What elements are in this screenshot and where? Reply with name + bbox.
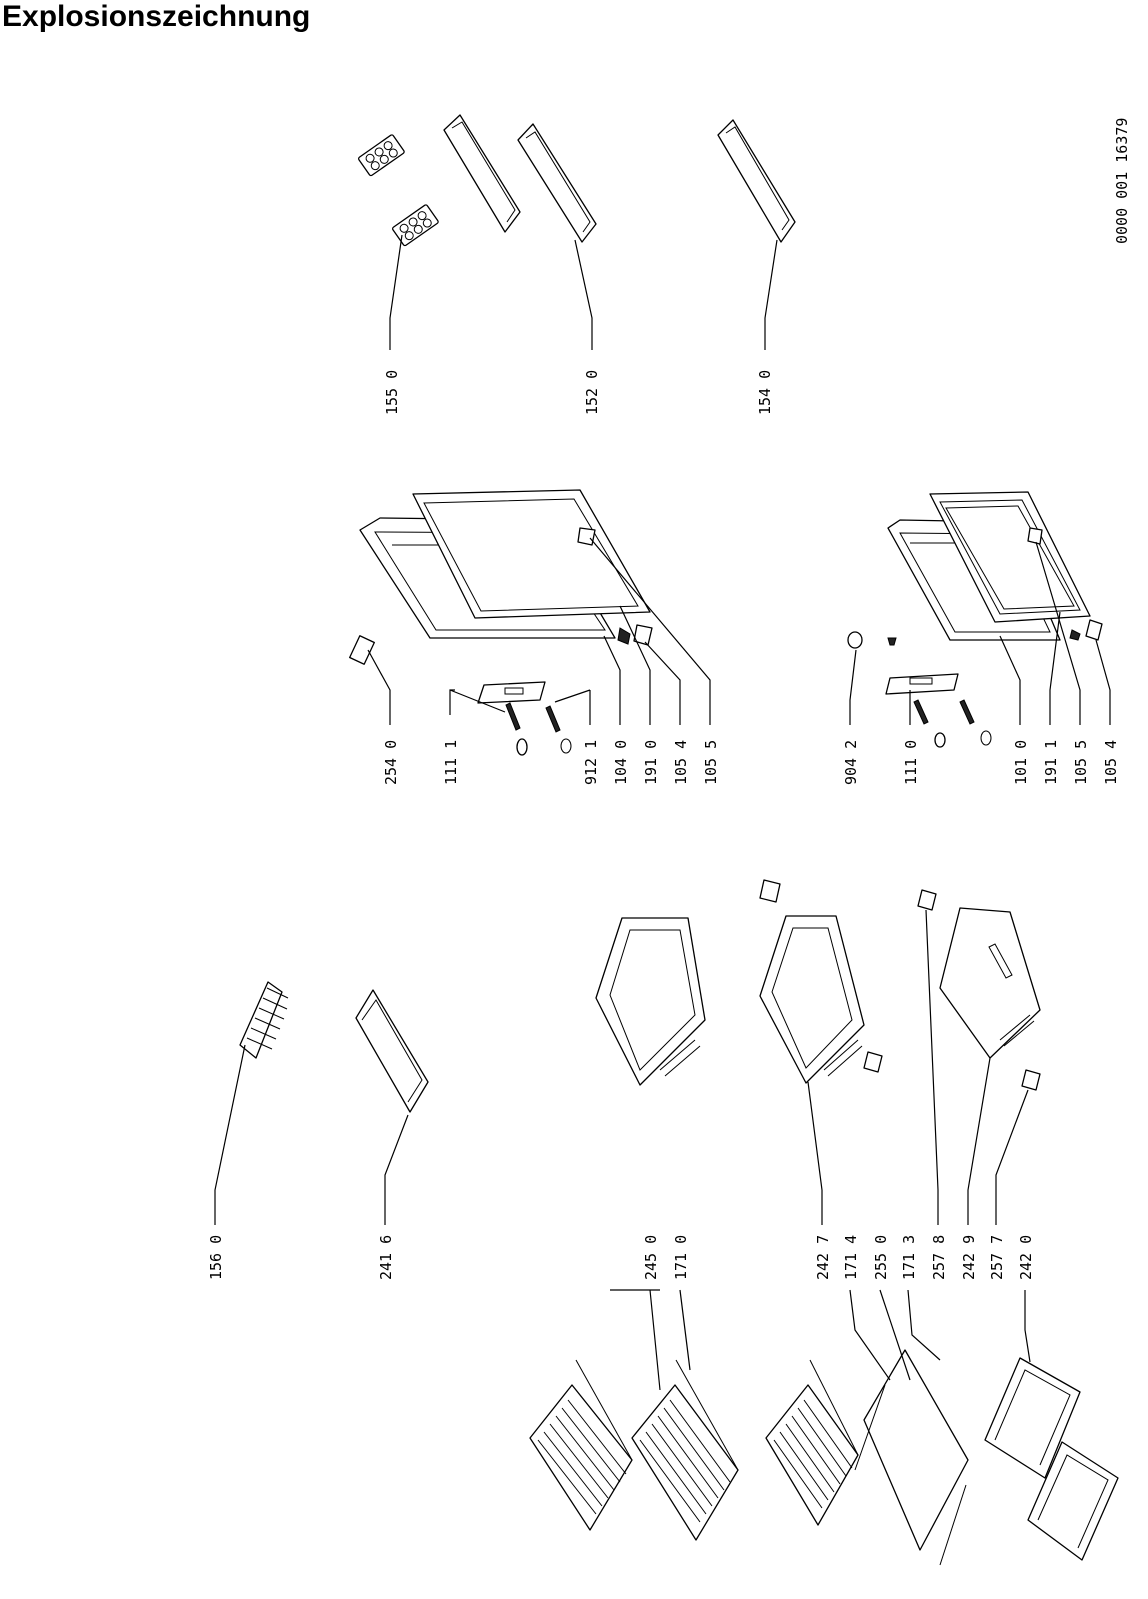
leader-904-2	[849, 649, 857, 725]
leader-191-1	[1049, 611, 1061, 725]
leader-242-7	[807, 1081, 823, 1225]
leader-105-4-lower	[1095, 639, 1111, 725]
label-241-6: 241 6	[377, 1235, 395, 1280]
label-191-1: 191 1	[1042, 740, 1060, 785]
leader-104-0	[603, 635, 621, 725]
label-257-8: 257 8	[930, 1235, 948, 1280]
leader-171-3	[907, 1289, 941, 1361]
leader-171-0	[679, 1289, 691, 1371]
label-245-0: 245 0	[642, 1235, 660, 1280]
egg-trays	[358, 134, 439, 247]
label-242-7: 242 7	[814, 1235, 832, 1280]
crisper-drawer-middle	[759, 879, 883, 1084]
label-105-4-lower: 105 4	[1102, 740, 1120, 785]
label-171-3: 171 3	[900, 1235, 918, 1280]
leader-152-0	[574, 239, 593, 350]
lower-hinge-parts	[847, 527, 1103, 748]
leader-101-0	[999, 635, 1021, 725]
leader-245-0	[610, 1289, 661, 1391]
crisper-drawer-lower	[917, 889, 1041, 1091]
upper-hinge-parts	[349, 527, 653, 756]
label-104-0: 104 0	[612, 740, 630, 785]
label-156-0: 156 0	[207, 1235, 225, 1280]
upper-door-gasket	[412, 489, 651, 619]
label-171-0: 171 0	[672, 1235, 690, 1280]
label-904-2: 904 2	[842, 740, 860, 785]
page-title: Explosionszeichnung	[2, 0, 311, 33]
crisper-drawer-upper	[595, 917, 706, 1086]
leader-105-5-lower	[1035, 541, 1081, 725]
label-242-0: 242 0	[1017, 1235, 1035, 1280]
leader-155-0	[389, 234, 403, 350]
leader-171-4	[849, 1289, 891, 1381]
label-152-0: 152 0	[583, 370, 601, 415]
leader-242-9	[967, 1057, 991, 1225]
wire-shelf-upper	[529, 1359, 633, 1531]
leader-254-0	[367, 649, 391, 725]
label-257-7: 257 7	[988, 1235, 1006, 1280]
label-912-1: 912 1	[582, 740, 600, 785]
leader-241-6	[384, 1114, 409, 1225]
door-shelf-middle	[517, 123, 597, 243]
door-shelf-upper	[443, 114, 521, 233]
drawing-number: 0000 001 16379	[1113, 118, 1131, 244]
label-171-4: 171 4	[842, 1235, 860, 1280]
leader-257-7	[995, 1089, 1029, 1225]
leader-111-1	[449, 689, 506, 715]
wire-shelf-middle	[631, 1359, 739, 1541]
label-111-0: 111 0	[902, 740, 920, 785]
leader-154-0	[764, 239, 778, 350]
label-254-0: 254 0	[382, 740, 400, 785]
label-191-0: 191 0	[642, 740, 660, 785]
leader-191-0	[619, 605, 651, 725]
wire-shelf-lower	[765, 1359, 859, 1526]
glass-shelf	[854, 1349, 969, 1566]
leader-255-0	[879, 1289, 911, 1381]
door-bins-bottom	[984, 1357, 1119, 1561]
leader-105-4-upper	[644, 641, 681, 725]
leader-912-1	[554, 689, 591, 725]
label-111-1: 111 1	[442, 740, 460, 785]
label-101-0: 101 0	[1012, 740, 1030, 785]
leader-105-5-upper	[589, 537, 711, 725]
label-105-5-lower: 105 5	[1072, 740, 1090, 785]
leader-257-8	[925, 909, 939, 1225]
label-105-5-upper: 105 5	[702, 740, 720, 785]
label-154-0: 154 0	[756, 370, 774, 415]
door-shelf-lower	[717, 119, 796, 243]
ice-cube-tray	[239, 981, 289, 1059]
label-255-0: 255 0	[872, 1235, 890, 1280]
label-105-4-upper: 105 4	[672, 740, 690, 785]
label-155-0: 155 0	[383, 370, 401, 415]
label-242-9: 242 9	[960, 1235, 978, 1280]
freezer-flap	[355, 989, 429, 1113]
leader-242-0	[1024, 1290, 1031, 1363]
leader-156-0	[214, 1044, 246, 1225]
